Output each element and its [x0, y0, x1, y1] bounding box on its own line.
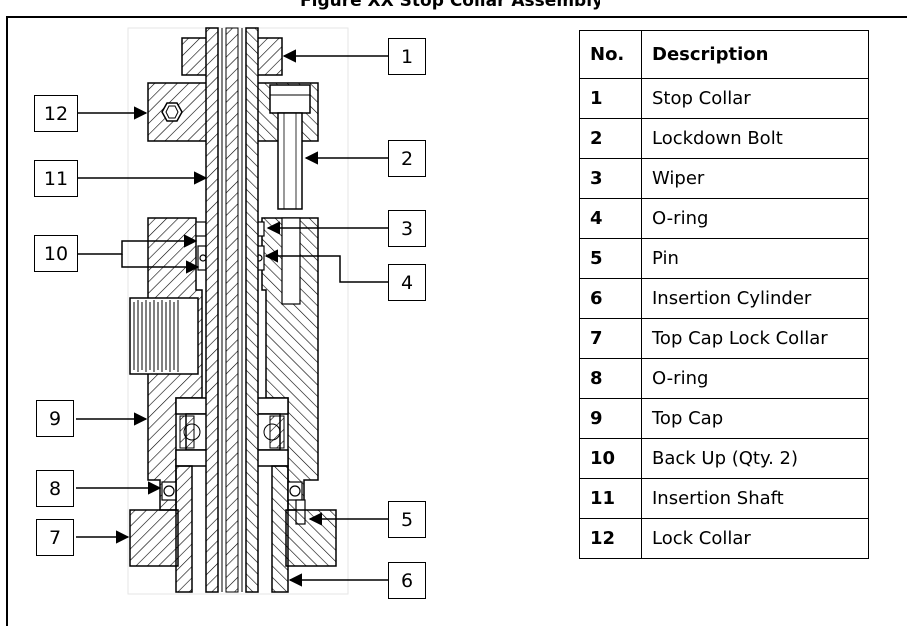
row-no: 4	[579, 198, 642, 239]
leader-10b	[121, 254, 200, 274]
header-no: No.	[579, 30, 642, 79]
lockdown-bolt-part	[269, 84, 311, 210]
insertion-cylinder-part	[175, 465, 289, 593]
row-no: 6	[579, 278, 642, 319]
callout-8: 8	[36, 470, 74, 507]
callout-11: 11	[34, 160, 78, 197]
row-description: Pin	[641, 238, 869, 279]
row-no: 12	[579, 518, 642, 559]
row-description: Top Cap	[641, 398, 869, 439]
row-no: 2	[579, 118, 642, 159]
row-description: Top Cap Lock Collar	[641, 318, 869, 359]
table-header-row: No. Description	[579, 30, 869, 79]
callout-6: 6	[388, 562, 426, 599]
leader-4	[264, 249, 388, 283]
row-no: 3	[579, 158, 642, 199]
row-no: 9	[579, 398, 642, 439]
leader-lines	[76, 49, 388, 587]
row-description: Wiper	[641, 158, 869, 199]
row-no: 5	[579, 238, 642, 279]
row-description: Lockdown Bolt	[641, 118, 869, 159]
callout-3: 3	[388, 210, 426, 247]
callout-10: 10	[34, 235, 78, 272]
callout-1: 1	[388, 38, 426, 75]
row-description: Stop Collar	[641, 78, 869, 119]
row-no: 1	[579, 78, 642, 119]
title-fragment: Figure XX Stop Collar Assembly	[300, 0, 600, 14]
row-no: 10	[579, 438, 642, 479]
callout-12: 12	[34, 95, 78, 132]
row-no: 11	[579, 478, 642, 519]
row-description: O-ring	[641, 198, 869, 239]
row-description: O-ring	[641, 358, 869, 399]
callout-7: 7	[36, 519, 74, 556]
row-no: 7	[579, 318, 642, 359]
callout-2: 2	[388, 140, 426, 177]
row-description: Insertion Shaft	[641, 478, 869, 519]
row-no: 8	[579, 358, 642, 399]
insertion-shaft-part	[205, 27, 259, 593]
row-description: Lock Collar	[641, 518, 869, 559]
top-cap-part	[129, 217, 319, 511]
row-description: Back Up (Qty. 2)	[641, 438, 869, 479]
callout-5: 5	[388, 501, 426, 538]
callout-4: 4	[388, 264, 426, 301]
header-description: Description	[641, 30, 869, 79]
leader-10a	[76, 234, 198, 255]
callout-9: 9	[36, 400, 74, 437]
row-description: Insertion Cylinder	[641, 278, 869, 319]
page-frame	[6, 16, 907, 626]
page-title: Figure XX Stop Collar Assembly	[300, 0, 600, 11]
